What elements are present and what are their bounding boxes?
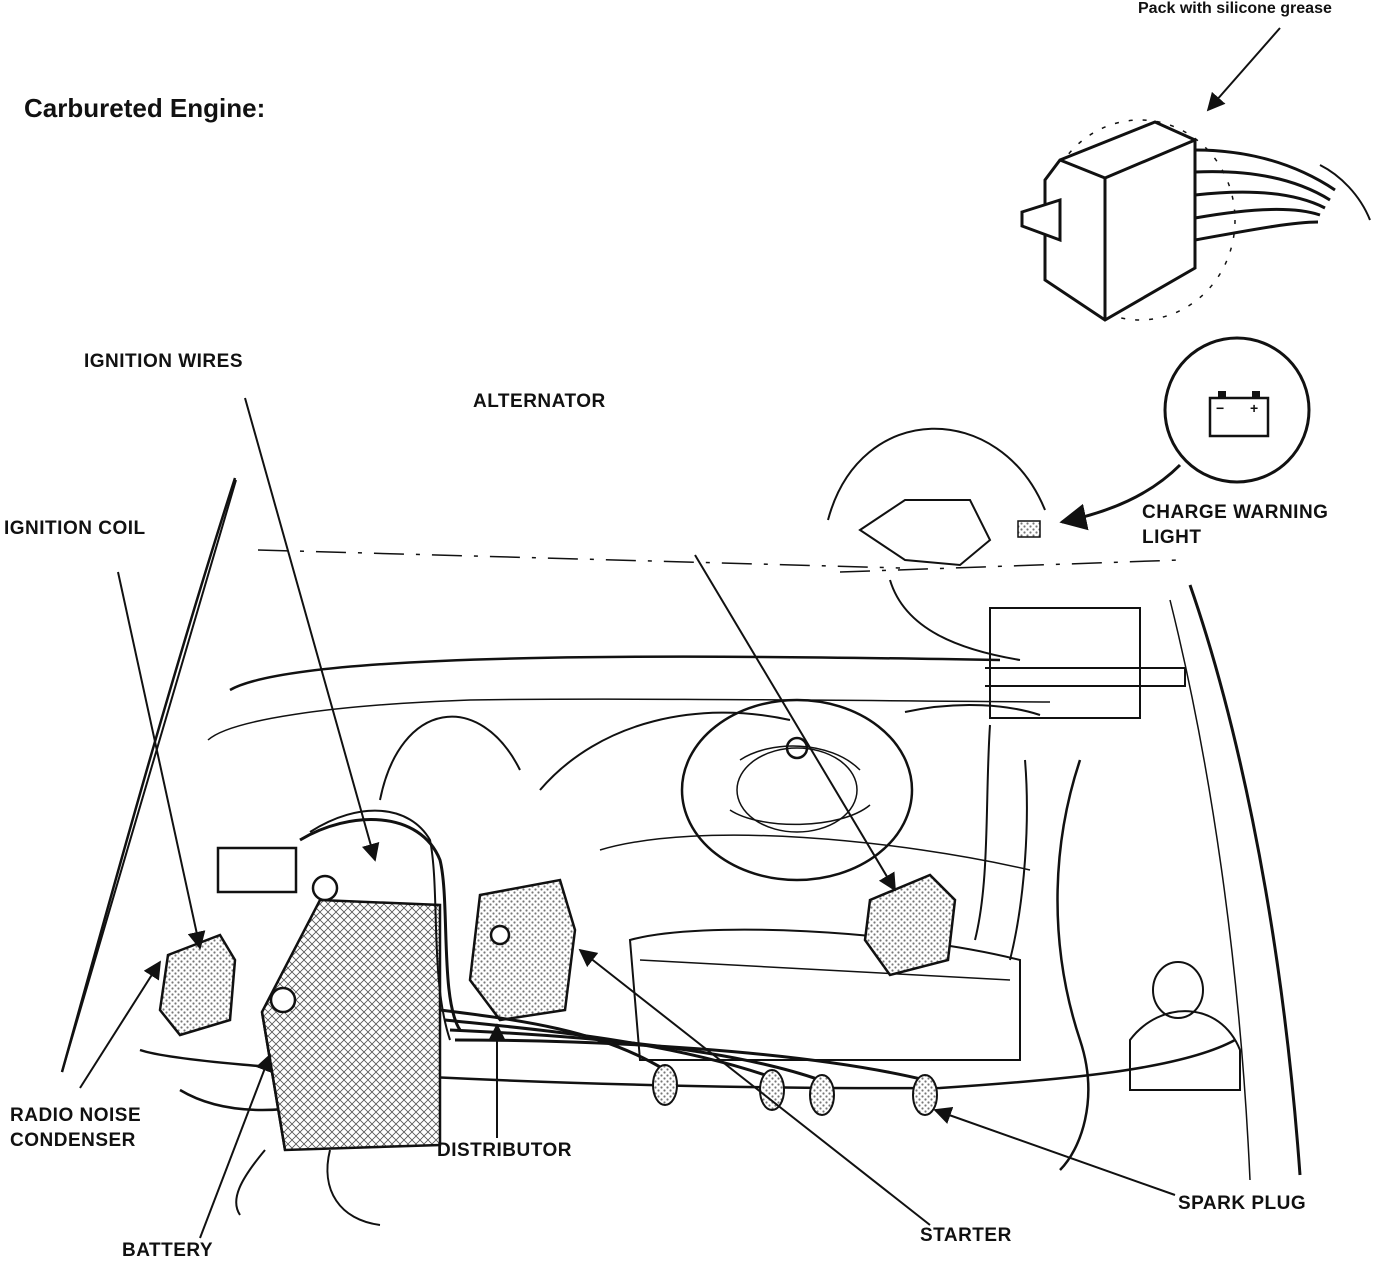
label-battery: BATTERY	[122, 1240, 214, 1261]
label-charge-warning-light-2: LIGHT	[1142, 527, 1202, 548]
svg-text:−: −	[1216, 400, 1224, 416]
svg-text:+: +	[1250, 400, 1258, 416]
label-starter: STARTER	[920, 1225, 1012, 1246]
silicone-grease-note: Pack with silicone grease	[1138, 0, 1332, 17]
starter-drawing	[863, 873, 957, 977]
leader-lines	[61, 397, 1176, 1239]
label-radio-noise-condenser-1: RADIO NOISE	[10, 1105, 142, 1126]
label-charge-warning-light-1: CHARGE WARNING	[1142, 502, 1329, 523]
connector-detail	[1020, 119, 1371, 322]
silicone-grease-leader	[1206, 27, 1281, 112]
dashboard-outline	[257, 427, 1186, 719]
charge-warning-indicator: − +	[1163, 336, 1311, 484]
ignition-coil-drawing	[158, 846, 298, 1037]
label-ignition-coil: IGNITION COIL	[4, 518, 146, 539]
spark-plug-boots	[652, 1064, 938, 1116]
label-radio-noise-condenser-2: CONDENSER	[10, 1130, 136, 1151]
page-heading: Carbureted Engine:	[24, 93, 266, 123]
warning-lamp-spot	[1017, 520, 1041, 538]
engine-bay-outline	[60, 477, 1302, 1181]
label-spark-plug: SPARK PLUG	[1178, 1193, 1307, 1214]
label-distributor: DISTRIBUTOR	[437, 1140, 572, 1161]
distributor-drawing	[468, 878, 577, 1022]
label-alternator: ALTERNATOR	[473, 391, 606, 412]
charge-warning-arrow	[1059, 463, 1182, 531]
battery-drawing	[260, 874, 442, 1152]
label-ignition-wires: IGNITION WIRES	[84, 351, 243, 372]
